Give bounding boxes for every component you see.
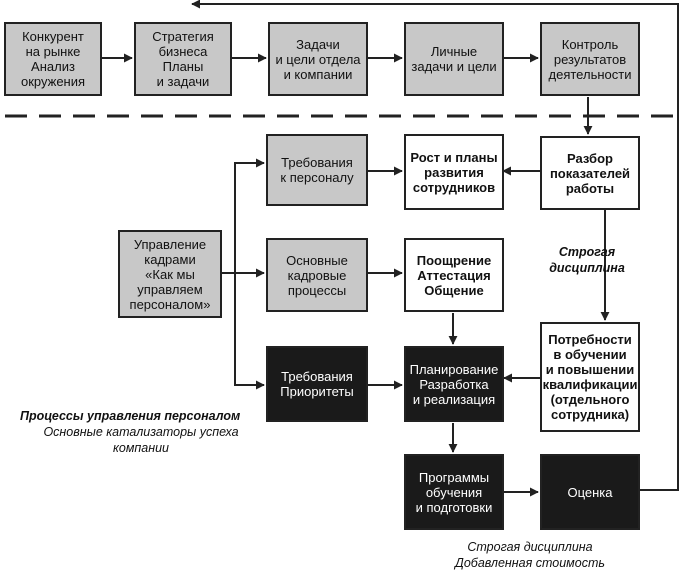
training-needs-box: Потребности в обучении и повышении квали… — [540, 322, 640, 432]
arrow-hr-to-requirements — [234, 158, 265, 273]
personal-goals-box: Личные задачи и цели — [404, 22, 504, 96]
evaluation-box: Оценка — [540, 454, 640, 530]
strict-discipline-added-value-note: Строгая дисциплина Добавленная стоимость — [455, 540, 605, 570]
growth-plans-box: Рост и планы развития сотрудников — [404, 134, 504, 210]
staff-requirements-box: Требования к персоналу — [266, 134, 368, 206]
performance-review-box: Разбор показателей работы — [540, 136, 640, 210]
competitor-analysis-box: Конкурент на рынке Анализ окружения — [4, 22, 102, 96]
processes-title: Процессы управления персоналом — [20, 409, 241, 423]
planning-box: Планирование Разработка и реализация — [404, 346, 504, 422]
processes-subtitle: Основные катализаторы успеха компании — [43, 425, 239, 455]
strict-discipline-note: Строгая дисциплина — [549, 245, 625, 275]
arrow-feedback-loop — [191, 0, 679, 491]
results-control-box: Контроль результатов деятельности — [540, 22, 640, 96]
hr-management-box: Управление кадрами «Как мы управляем пер… — [118, 230, 222, 318]
arrow-hr-to-priorities — [234, 273, 265, 390]
department-goals-box: Задачи и цели отдела и компании — [268, 22, 368, 96]
hr-processes-box: Основные кадровые процессы — [266, 238, 368, 312]
training-programs-box: Программы обучения и подготовки — [404, 454, 504, 530]
business-strategy-box: Стратегия бизнеса Планы и задачи — [134, 22, 232, 96]
requirements-priorities-box: Требования Приоритеты — [266, 346, 368, 422]
encouragement-box: Поощрение Аттестация Общение — [404, 238, 504, 312]
